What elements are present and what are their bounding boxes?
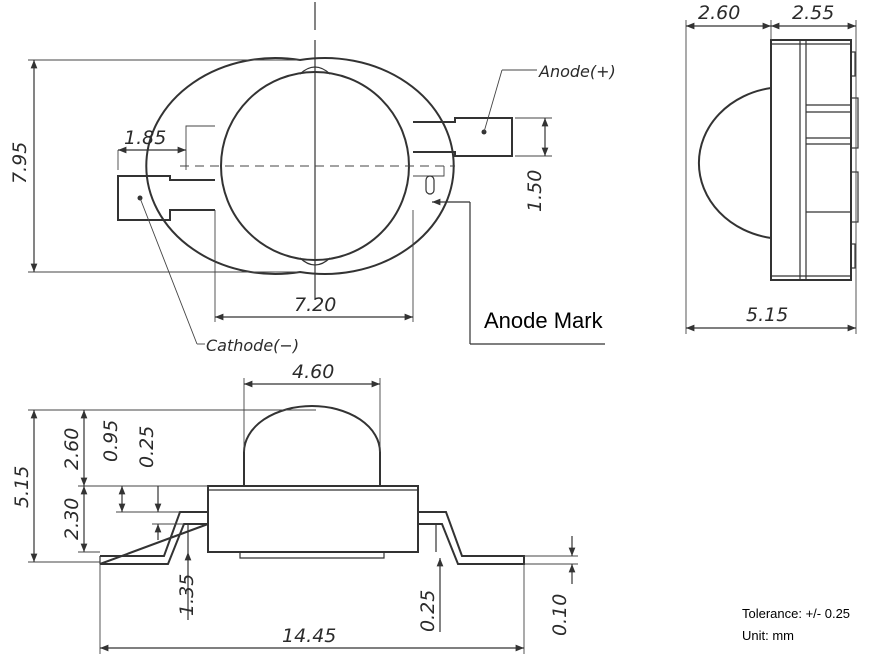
front-lead-thickness-dim: 0.10 xyxy=(549,594,571,636)
front-total-length-dim: 14.45 xyxy=(282,625,336,647)
top-view xyxy=(28,2,605,345)
front-dim-025-top: 0.25 xyxy=(136,426,158,468)
cathode-lead xyxy=(117,175,215,221)
front-body-height-dim: 2.30 xyxy=(61,498,83,540)
anode-label: Anode(+) xyxy=(538,62,616,81)
front-total-height-dim: 5.15 xyxy=(11,466,33,508)
top-lead-width-dim: 1.85 xyxy=(124,127,166,149)
front-lens-width-dim: 4.60 xyxy=(292,361,334,383)
front-view-body xyxy=(207,485,419,553)
top-body-width-dim: 7.20 xyxy=(294,294,336,316)
front-view-lead xyxy=(99,511,525,565)
front-lens-height-dim: 2.60 xyxy=(61,428,83,470)
anode-lead xyxy=(413,117,513,157)
side-view-lens xyxy=(697,87,772,239)
anode-mark-label: Anode Mark xyxy=(484,308,604,333)
top-height-dim: 7.95 xyxy=(9,142,31,184)
side-view-body xyxy=(770,39,852,281)
side-view xyxy=(685,20,859,334)
tolerance-note: Tolerance: +/- 0.25 xyxy=(742,606,850,621)
side-body-height-dim: 2.55 xyxy=(792,2,834,24)
side-total-width-dim: 5.15 xyxy=(746,304,788,326)
cathode-label: Cathode(−) xyxy=(206,336,299,355)
front-lead-height-dim: 1.35 xyxy=(176,574,198,616)
side-lens-height-dim: 2.60 xyxy=(698,2,740,24)
front-dim-095: 0.95 xyxy=(100,420,122,462)
anode-mark-slot xyxy=(425,175,435,195)
front-view-lens xyxy=(243,405,381,486)
front-dim-025-bottom: 0.25 xyxy=(417,590,439,632)
unit-note: Unit: mm xyxy=(742,628,794,643)
top-lead-pitch-dim: 1.50 xyxy=(524,170,546,212)
front-view xyxy=(28,378,578,654)
